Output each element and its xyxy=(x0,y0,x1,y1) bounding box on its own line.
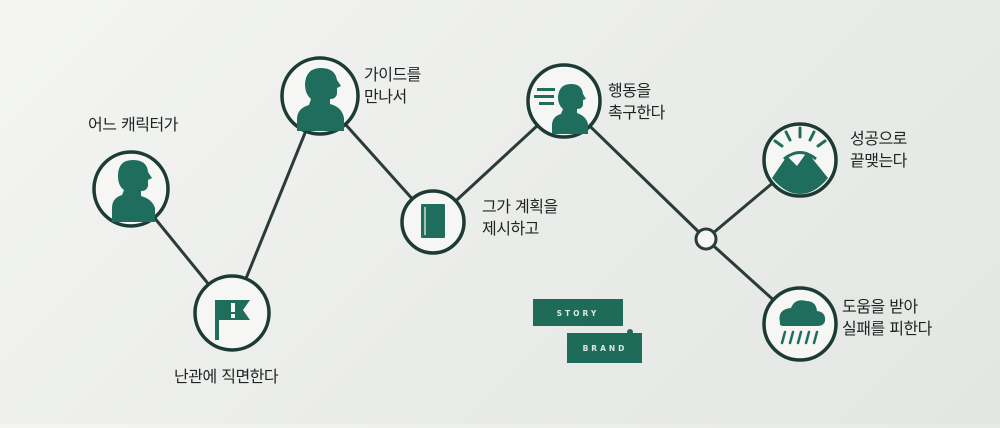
node-character xyxy=(92,150,170,228)
warning-flag-icon xyxy=(215,300,250,340)
step-label-action: 행동을 촉구한다 xyxy=(608,81,665,122)
step-label-success: 성공으로 끝맺는다 xyxy=(850,129,907,170)
brand-bottom-word: BRAND xyxy=(583,344,628,353)
person-profile-icon xyxy=(112,160,155,222)
node-plan xyxy=(400,189,466,255)
node-success xyxy=(762,122,838,198)
node-failure xyxy=(762,286,838,362)
node-action xyxy=(526,63,602,139)
step-label-failure: 도움을 받아 실패를 피한다 xyxy=(842,297,932,338)
sunrise-mountain-icon xyxy=(772,126,828,194)
storm-cloud-icon xyxy=(779,300,826,345)
branch-junction xyxy=(694,227,718,251)
step-label-guide: 가이드를 만나서 xyxy=(364,65,421,106)
guide-profile-icon xyxy=(297,68,344,131)
node-guide xyxy=(280,56,360,136)
step-label-character: 어느 캐릭터가 xyxy=(88,115,178,134)
storybrand-logo: STORY BRAND xyxy=(533,299,642,363)
brand-top-word: STORY xyxy=(557,309,600,318)
plan-book-icon xyxy=(421,204,445,238)
step-label-plan: 그가 계획을 제시하고 xyxy=(482,197,558,238)
call-to-action-icon xyxy=(534,84,588,134)
step-label-problem: 난관에 직면한다 xyxy=(174,367,279,386)
node-problem xyxy=(193,274,271,352)
